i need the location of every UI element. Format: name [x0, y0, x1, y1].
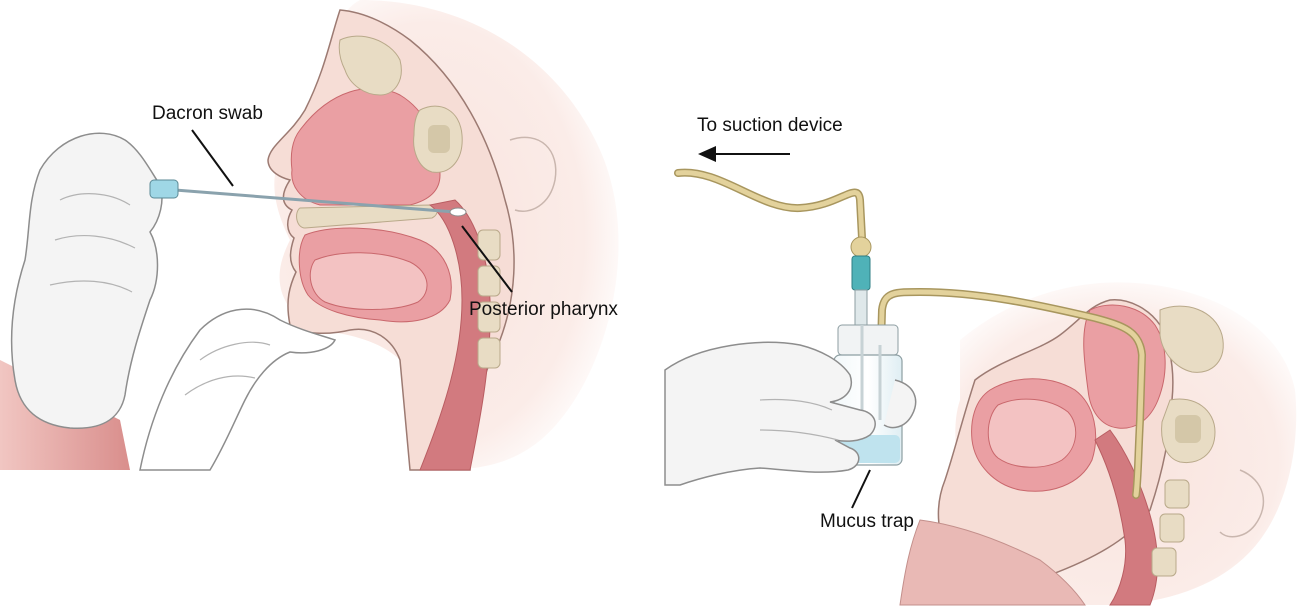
- mucus-trap-lid: [838, 325, 898, 355]
- mucus-trap-leader-line: [852, 470, 870, 508]
- right-sinus-cavity: [1175, 415, 1201, 443]
- right-tongue: [988, 399, 1075, 467]
- suction-connector-bulb: [851, 237, 871, 257]
- dacron-swab-handle: [150, 180, 178, 198]
- left-bare-hand-supporting-chin: [140, 309, 335, 470]
- left-arrow-icon: [698, 146, 790, 162]
- right-nasal-cavity: [1084, 305, 1165, 428]
- left-panel-nasopharyngeal-swab: [0, 0, 619, 470]
- to-suction-device-label: To suction device: [697, 116, 843, 135]
- dacron-swab-leader-line: [192, 130, 233, 186]
- mucus-trap-label: Mucus trap: [820, 512, 914, 531]
- suction-connector-teal: [852, 256, 870, 290]
- posterior-pharynx-label: Posterior pharynx: [469, 300, 618, 319]
- left-sinus-cavity: [428, 125, 450, 153]
- dacron-swab-tip: [450, 208, 466, 216]
- right-panel-nasopharyngeal-aspirate: [665, 146, 1296, 605]
- suction-connector-stem: [855, 290, 867, 325]
- dacron-swab-label: Dacron swab: [152, 104, 263, 123]
- suction-tubing-fill: [678, 173, 862, 238]
